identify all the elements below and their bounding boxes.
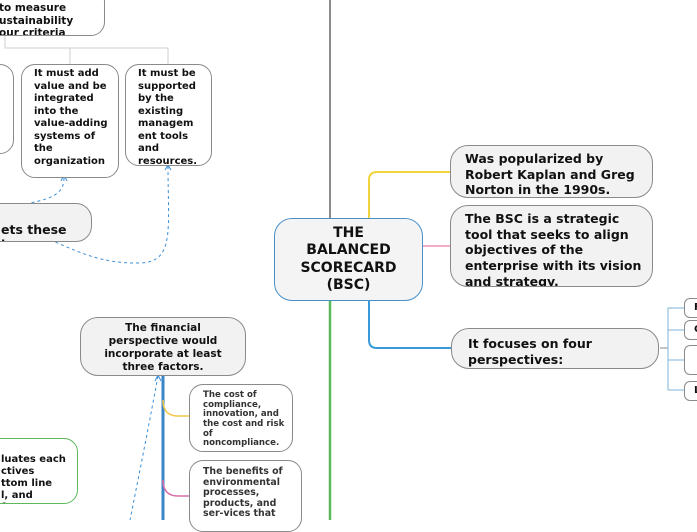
topic-evaluates-label: luates each ctives ttom line l, and form… [1,454,66,503]
topic-add-value[interactable]: It must add value and be integrated into… [21,64,119,178]
perspective-stub-3[interactable] [684,345,697,375]
topic-meets-criteria-label: ets these ia. [1,222,67,241]
perspective-stub-4-label: L [694,385,697,396]
topic-popularized[interactable]: Was popularized by Robert Kaplan and Gre… [450,145,653,198]
topic-four-perspectives[interactable]: It focuses on four perspectives: [451,328,659,369]
factor-cost[interactable]: The cost of compliance, innovation, and … [189,384,293,452]
perspective-stub-1[interactable]: F [684,298,697,318]
topic-supported-label: It must be supported by the existing man… [138,68,198,166]
perspective-stub-4[interactable]: L [684,381,697,401]
perspective-stub-2-label: C [694,324,697,335]
topic-financial-perspective[interactable]: The financial perspective would incorpor… [80,317,246,376]
topic-hidden-criteria[interactable] [0,64,14,154]
topic-supported[interactable]: It must be supported by the existing man… [125,64,212,166]
topic-measure-sustainability[interactable]: to measure ustainability our criteria [0,0,105,36]
factor-cost-label: The cost of compliance, innovation, and … [203,390,285,449]
perspective-stub-1-label: F [694,302,697,313]
factor-benefits[interactable]: The benefits of environmental processes,… [189,460,302,532]
topic-meets-criteria[interactable]: ets these ia. [0,203,92,242]
topic-popularized-label: Was popularized by Robert Kaplan and Gre… [465,151,635,198]
topic-financial-perspective-label: The financial perspective would incorpor… [104,322,222,374]
topic-measure-sustainability-label: to measure ustainability our criteria [0,1,74,36]
topic-add-value-label: It must add value and be integrated into… [34,68,108,167]
topic-strategic-tool-label: The BSC is a strategic tool that seeks t… [465,211,642,287]
central-topic[interactable]: THE BALANCED SCORECARD (BSC) [274,218,423,301]
central-topic-label: THE BALANCED SCORECARD (BSC) [300,224,397,294]
topic-four-perspectives-label: It focuses on four perspectives: [468,336,592,367]
perspective-stub-2[interactable]: C [684,320,697,340]
factor-benefits-label: The benefits of environmental processes,… [203,466,283,520]
topic-evaluates[interactable]: luates each ctives ttom line l, and form… [0,438,78,504]
topic-strategic-tool[interactable]: The BSC is a strategic tool that seeks t… [450,205,653,287]
